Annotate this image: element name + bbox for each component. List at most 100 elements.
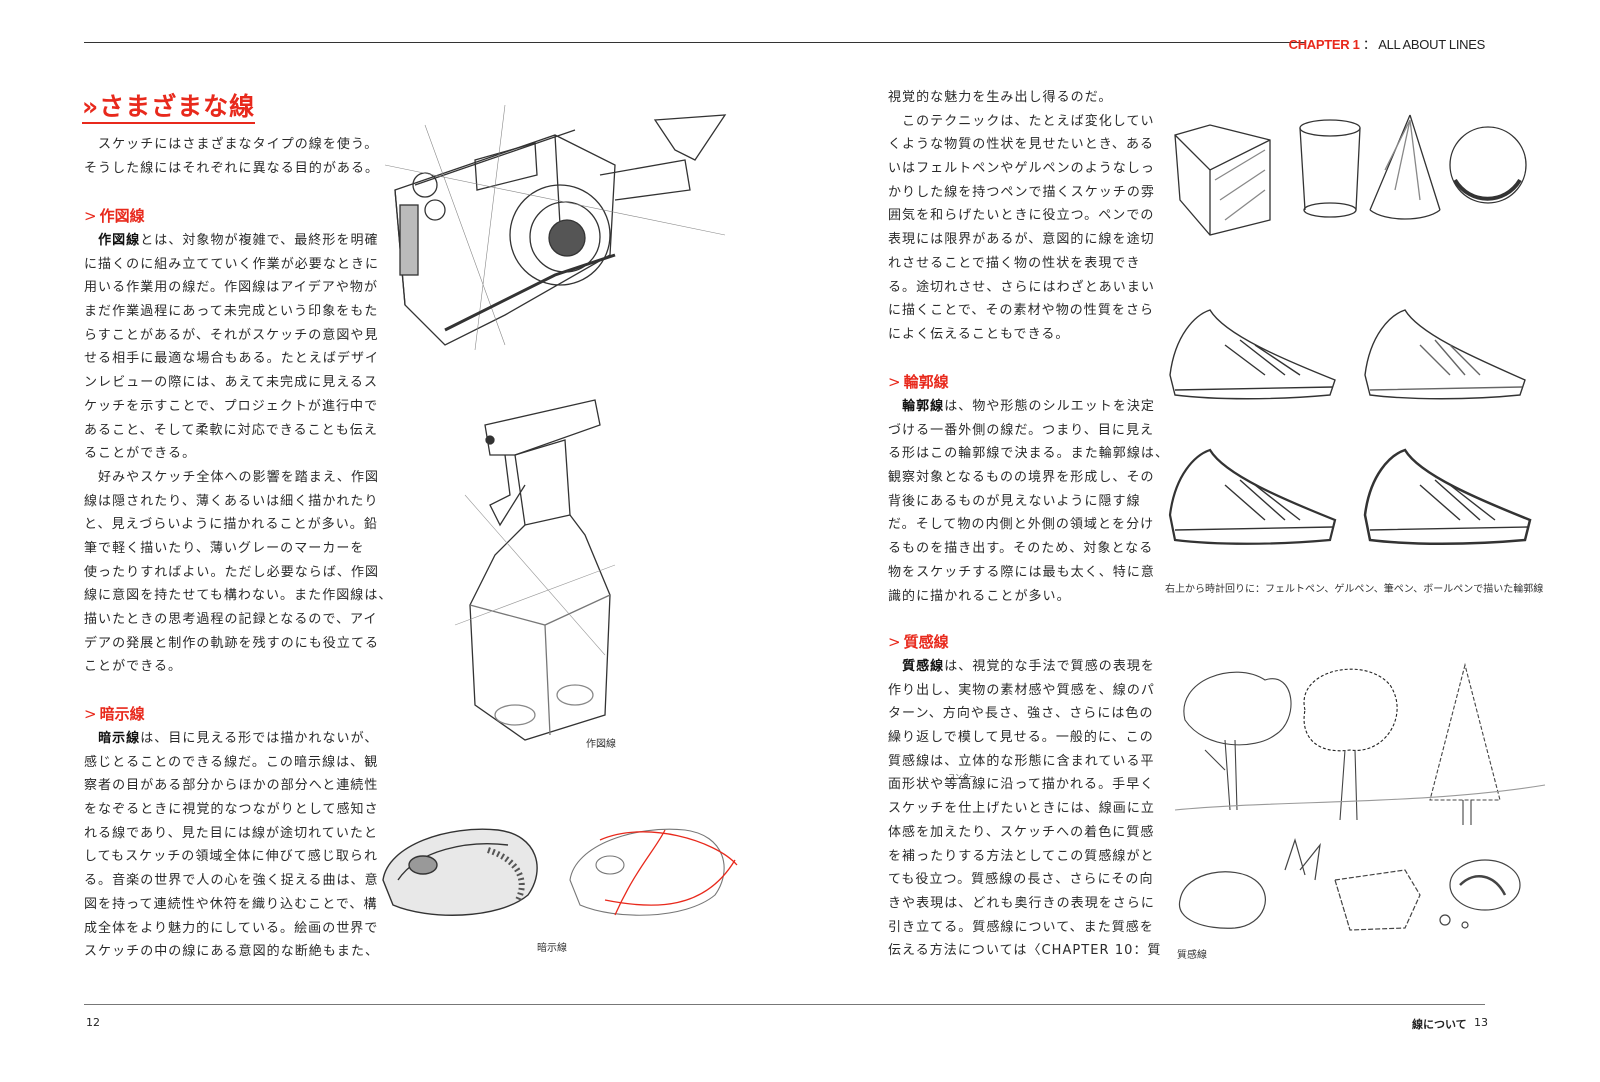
text-line: ることができる。 bbox=[84, 446, 197, 462]
text-line: いはフェルトペンやゲルペンのようなしっ bbox=[888, 161, 1155, 177]
caption-texture-lines: 質感線 bbox=[1177, 950, 1207, 961]
heading-text: 暗示線 bbox=[99, 705, 145, 723]
chevron-icon: > bbox=[84, 705, 97, 723]
title-text: さまざまな線 bbox=[99, 92, 256, 121]
text-line: 質感線は、視覚的な手法で質感の表現を bbox=[902, 659, 1155, 674]
text-line: 線は隠されたり、薄くあるいは細く描かれたり bbox=[84, 493, 379, 509]
heading-text: 作図線 bbox=[99, 207, 145, 225]
text-line: 体感を加えたり、スケッチへの着色に質感 bbox=[888, 824, 1155, 840]
chevron-icon: > bbox=[888, 633, 901, 651]
heading-text: 質感線 bbox=[903, 633, 949, 651]
header-rule bbox=[84, 42, 1306, 43]
text-line: づける一番外側の線だ。つまり、目に見え bbox=[888, 422, 1155, 438]
text-line: らすことがあるが、それがスケッチの意図や見 bbox=[84, 327, 379, 343]
header-separator: ： bbox=[1362, 37, 1376, 52]
ruby-annotation: コンター bbox=[948, 773, 976, 781]
text-line: に描くことで、その素材や物の性質をさら bbox=[888, 303, 1155, 319]
caption-contour-lines: 右上から時計回りに：フェルトペン、ゲルペン、筆ペン、ボールペンで描いた輪郭線 bbox=[1165, 584, 1544, 595]
implied-lines-body: 暗示線は、目に見える形では描かれないが、感じとることのできる線だ。この暗示線は、… bbox=[84, 727, 379, 964]
term-bold: 作図線 bbox=[98, 233, 141, 248]
text-line: 描いたときの思考過程の記録となるので、アイ bbox=[84, 612, 378, 627]
page-number-left: 12 bbox=[86, 1016, 100, 1029]
trees-sketch bbox=[1174, 660, 1546, 835]
camera-sketch bbox=[384, 104, 740, 351]
text-line: 成全体をより魅力的にしている。絵画の世界で bbox=[84, 920, 379, 936]
text-line: 背後にあるものが見えないように隠す線 bbox=[888, 493, 1141, 509]
text-line: をなぞるときに視覚的なつながりとして感知さ bbox=[84, 802, 379, 818]
page-number-right: 13 bbox=[1474, 1016, 1488, 1029]
text-line: あること、そして柔軟に対応できることも伝え bbox=[84, 422, 378, 438]
construction-lines-body: 作図線とは、対象物が複雑で、最終形を明確に描くのに組み立てていく作業が必要なとき… bbox=[84, 229, 392, 679]
text-line: る。途切れさせ、さらにはわざとあいまい bbox=[888, 279, 1155, 295]
text-line: デアの発展と制作の軌跡を残すのにも役立てる bbox=[84, 635, 380, 651]
continued-paragraph: 視覚的な魅力を生み出し得るのだ。 このテクニックは、たとえば変化していくような物… bbox=[888, 86, 1155, 347]
text-line: 線に意図を持たせても構わない。また作図線は、 bbox=[84, 588, 393, 604]
text-line: スケッチを仕上げたいときには、線画に立 bbox=[888, 801, 1155, 817]
text-line: 用いる作業用の線だ。作図線はアイデアや物が bbox=[84, 280, 379, 296]
term-bold: 質感線 bbox=[902, 659, 945, 674]
text-line: れる線であり、見た目には線が途切れていたと bbox=[84, 825, 379, 841]
text-line: かりした線を持つペンで描くスケッチの雰 bbox=[888, 184, 1155, 200]
texture-lines-body: 質感線は、視覚的な手法で質感の表現を作り出し、実物の素材感や質感を、線のパターン… bbox=[888, 655, 1162, 963]
text-line: そうした線にはそれぞれに異なる目的がある。 bbox=[84, 160, 380, 176]
chapter-title: ALL ABOUT LINES bbox=[1378, 37, 1485, 52]
text-line: れさせることで描く物の性状を表現でき bbox=[888, 255, 1141, 271]
heading-text: 輪郭線 bbox=[903, 373, 949, 391]
text-line: 伝える方法については〈CHAPTER 10：質 bbox=[888, 943, 1162, 959]
term-bold: 暗示線 bbox=[98, 731, 141, 746]
text-line: 筆で軽く描いたり、薄いグレーのマーカーを bbox=[84, 540, 365, 556]
text-line: このテクニックは、たとえば変化してい bbox=[888, 113, 1155, 129]
text-line: に描くのに組み立てていく作業が必要なときに bbox=[84, 256, 380, 272]
text-line: くような物質の性状を見せたいとき、ある bbox=[888, 137, 1155, 153]
text-line: 図を持って連続性や休符を織り込むことで、構 bbox=[84, 896, 378, 912]
sneaker-gel-pen bbox=[1364, 309, 1526, 400]
text-line: スケッチにはさまざまなタイプの線を使う。 bbox=[84, 137, 379, 152]
chevron-icon: > bbox=[888, 373, 901, 391]
text-line: 作図線とは、対象物が複雑で、最終形を明確 bbox=[98, 233, 379, 248]
sneaker-felt-pen bbox=[1169, 309, 1336, 400]
spray-bottle-sketch bbox=[454, 395, 616, 750]
text-line: 物をスケッチする際には最も太く、特に意 bbox=[888, 564, 1155, 580]
mouse-sketch-shaded bbox=[378, 820, 546, 920]
text-line: によく伝えることもできる。 bbox=[888, 326, 1070, 342]
text-line: る形はこの輪郭線で決まる。また輪郭線は、 bbox=[888, 446, 1170, 462]
mouse-sketch-implied-lines bbox=[565, 820, 740, 920]
text-line: ても役立つ。質感線の長さ、さらにその向 bbox=[888, 872, 1154, 888]
text-line: ンレビューの際には、あえて未完成に見えるス bbox=[84, 375, 379, 391]
text-line: と、見えづらいように描かれることが多い。鉛 bbox=[84, 517, 378, 533]
footer-rule bbox=[84, 1004, 1485, 1005]
page-title: »さまざまな線 bbox=[82, 92, 256, 124]
text-line: る。音楽の世界で人の心を強く捉える曲は、意 bbox=[84, 873, 379, 889]
text-line: せる相手に最適な場合もある。たとえばデザイ bbox=[84, 351, 380, 367]
sneaker-sketches bbox=[1165, 305, 1535, 555]
text-line: 察者の目がある部分からほかの部分へと連続性 bbox=[84, 778, 379, 794]
caption-implied-lines: 暗示線 bbox=[537, 943, 567, 954]
term-bold: 輪郭線 bbox=[902, 399, 945, 414]
caption-construction-lines: 作図線 bbox=[586, 739, 616, 750]
text-line: 繰り返しで模して見せる。一般的に、この bbox=[888, 730, 1154, 746]
primitive-shapes-sketch bbox=[1170, 110, 1530, 240]
heading-contour-lines: >輪郭線 bbox=[888, 372, 949, 392]
text-line: 好みやスケッチ全体への影響を踏まえ、作図 bbox=[84, 469, 380, 485]
rocks-sketch bbox=[1175, 837, 1530, 935]
text-line: だ。そして物の内側と外側の領域とを分け bbox=[888, 517, 1155, 533]
sneaker-ballpoint bbox=[1168, 448, 1337, 545]
running-header: CHAPTER 1 ： ALL ABOUT LINES bbox=[1288, 34, 1486, 53]
text-line: 引き立てる。質感線について、また質感を bbox=[888, 919, 1154, 935]
heading-texture-lines: >質感線 bbox=[888, 632, 949, 652]
text-line: きや表現は、どれも奥行きの表現をさらに bbox=[888, 895, 1155, 911]
text-line: 面形状や等高線に沿って描かれる。手早く bbox=[888, 777, 1155, 793]
intro-paragraph: スケッチにはさまざまなタイプの線を使う。そうした線にはそれぞれに異なる目的がある… bbox=[84, 133, 379, 180]
chapter-label: CHAPTER 1 bbox=[1288, 37, 1360, 52]
text-line: 暗示線は、目に見える形では描かれないが、 bbox=[98, 731, 379, 746]
text-line: 感じとることのできる線だ。この暗示線は、観 bbox=[84, 754, 379, 770]
footer-title: 線について bbox=[1412, 1018, 1467, 1031]
text-line: 使ったりすればよい。ただし必要ならば、作図 bbox=[84, 564, 380, 580]
text-line: を補ったりする方法としてこの質感線がと bbox=[888, 848, 1155, 864]
text-line: 質感線は、立体的な形態に含まれている平 bbox=[888, 753, 1155, 769]
text-line: るものを描き出す。そのため、対象となる bbox=[888, 541, 1154, 557]
text-line: ことができる。 bbox=[84, 659, 183, 675]
text-line: スケッチの中の線にある意図的な断絶もまた、 bbox=[84, 944, 380, 960]
contour-lines-body: 輪郭線は、物や形態のシルエットを決定づける一番外側の線だ。つまり、目に見える形は… bbox=[888, 395, 1169, 608]
sneaker-brush-pen bbox=[1363, 448, 1532, 545]
